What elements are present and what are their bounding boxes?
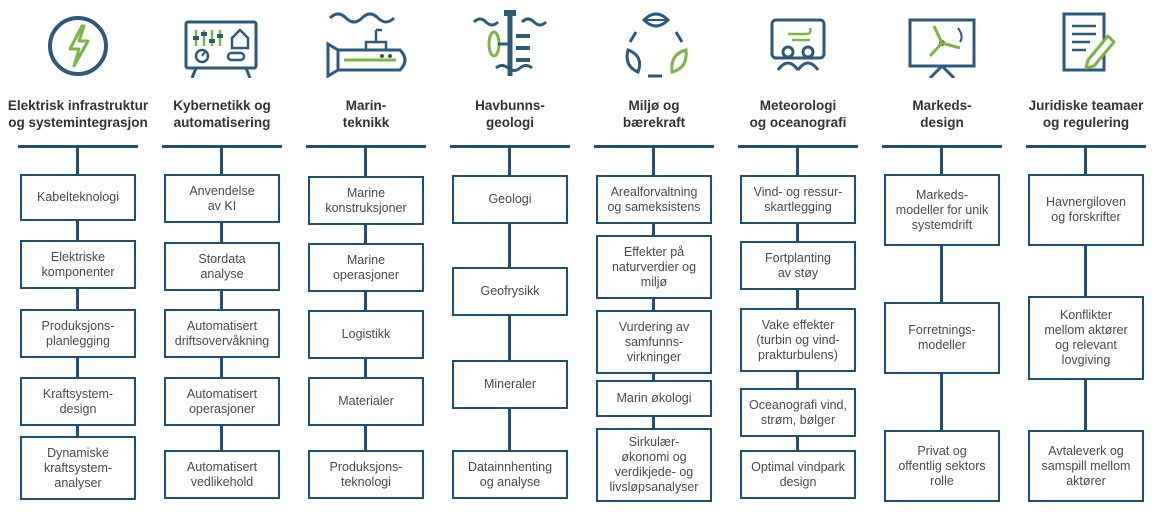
- topic-box: Vake effekter(turbin og vind-prakturbule…: [740, 308, 856, 372]
- topic-box: Vind- og ressur-skartlegging: [740, 175, 856, 224]
- topic-box: Kraftsystem-design: [20, 377, 136, 426]
- column-havbunnsgeologi: Havbunns-geologi Geologi Geofrysikk Mine…: [450, 0, 570, 512]
- topic-box: Mineraler: [452, 360, 568, 409]
- column-markedsdesign: Markeds-design Markeds-modeller for unik…: [882, 0, 1002, 512]
- leaves-recycle-icon: [625, 12, 688, 78]
- seabed-turbine-icon: [472, 10, 548, 76]
- topic-box: Marin økologi: [596, 380, 712, 417]
- topic-box: Materialer: [308, 377, 424, 426]
- column-title: Havbunns-geologi: [475, 98, 545, 130]
- topic-box: Geologi: [452, 175, 568, 224]
- topic-box: Forretnings-modeller: [884, 302, 1000, 374]
- column-title: Marin-teknikk: [342, 98, 390, 130]
- topic-box: Logistikk: [308, 310, 424, 359]
- lightning-icon: [48, 16, 108, 76]
- turbine-board-icon: [908, 18, 976, 78]
- topic-box: Produksjons-planlegging: [20, 309, 136, 358]
- presentation-wind-icon: [770, 18, 826, 71]
- connector-line: [508, 146, 511, 486]
- topic-box: Oceanografi vind,strøm, bølger: [740, 388, 856, 437]
- submarine-icon: [326, 12, 407, 78]
- document-pencil-icon: [1062, 12, 1116, 72]
- column-title: Markeds-design: [912, 98, 972, 130]
- control-panel-icon: [184, 20, 258, 78]
- topic-box: Geofrysikk: [452, 267, 568, 316]
- topic-box: Produksjons-teknologi: [308, 450, 424, 499]
- topic-box: Kabelteknologi: [20, 174, 136, 221]
